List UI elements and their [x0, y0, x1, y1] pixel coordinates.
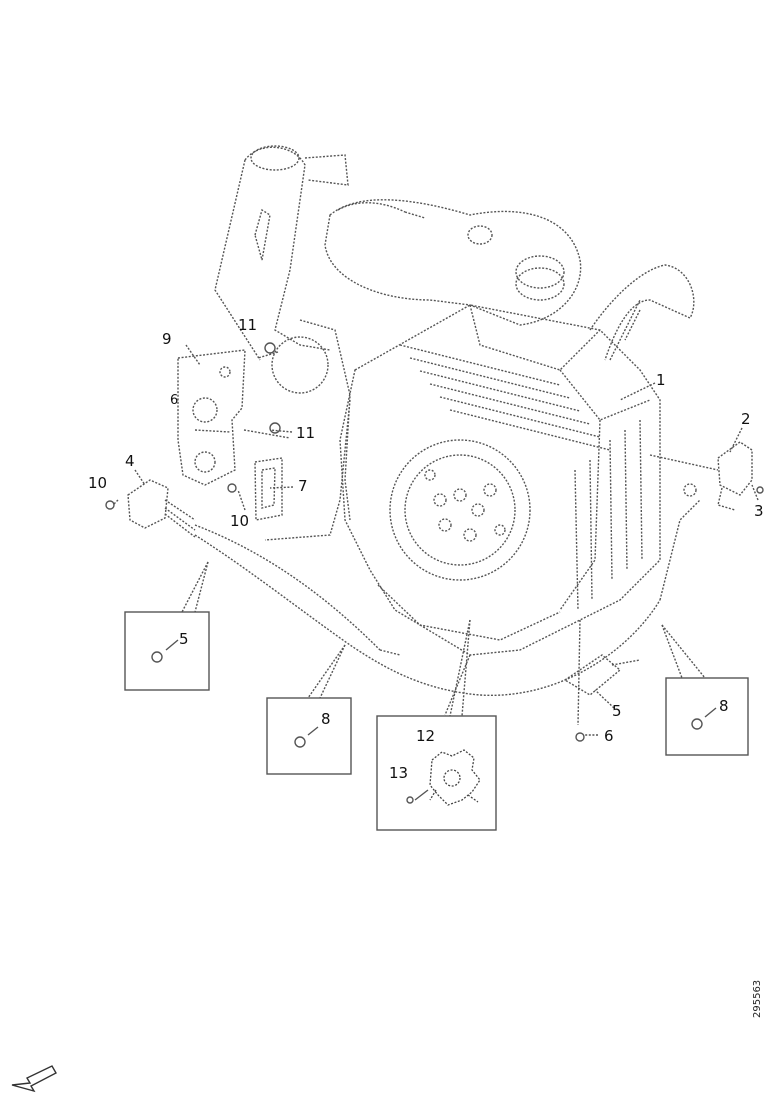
callout-9: 9 — [162, 330, 172, 348]
box-nut-5 — [151, 651, 163, 663]
box-screw-13 — [406, 796, 414, 804]
callout-6: 6 — [604, 727, 614, 745]
detail-box-5-left — [124, 611, 210, 691]
nut-10-left — [105, 500, 115, 510]
bracket-plate — [177, 349, 246, 486]
connector-block — [127, 479, 196, 538]
callout-12: 12 — [416, 727, 435, 745]
sensor-part — [649, 441, 753, 511]
callout-5-box: 5 — [179, 630, 189, 648]
callout-10-center: 10 — [230, 512, 249, 530]
callout-8-right: 8 — [719, 697, 729, 715]
reference-code: 295563 — [752, 979, 763, 1018]
bolt-3 — [756, 486, 764, 494]
callout-labels: 1 2 3 4 5 5 6 6 7 8 8 9 10 10 11 11 12 1… — [88, 316, 764, 782]
callout-8-center: 8 — [321, 710, 331, 728]
detail-box-8-center — [266, 697, 352, 775]
detail-box-12-13 — [376, 715, 497, 831]
callout-1: 1 — [656, 371, 666, 389]
throttle-cable — [337, 202, 641, 361]
box-nut-8-center — [294, 736, 306, 748]
intake-duct — [214, 145, 351, 521]
callout-11-top: 11 — [238, 316, 257, 334]
callout-3: 3 — [754, 502, 764, 520]
nut-10-center — [227, 483, 237, 493]
leader-lines — [113, 344, 759, 736]
switch-bracket — [254, 457, 283, 521]
callout-6-extra: 6 — [170, 393, 178, 408]
gear-part-12 — [429, 749, 481, 806]
engine-block — [339, 304, 661, 656]
callout-2: 2 — [741, 410, 751, 428]
exhaust-pipe — [589, 264, 695, 361]
callout-13: 13 — [389, 764, 408, 782]
fuel-tank — [324, 199, 582, 326]
callout-7: 7 — [298, 477, 308, 495]
detail-box-8-right — [665, 677, 749, 756]
nut-11-top — [264, 342, 276, 354]
callout-10-left: 10 — [88, 474, 107, 492]
wiring-harness — [194, 399, 701, 726]
callout-4: 4 — [125, 452, 135, 470]
box-nut-8-right — [691, 718, 703, 730]
callout-11-mid: 11 — [296, 424, 315, 442]
arrow-down-left-icon — [11, 1065, 57, 1093]
nut-11-mid — [269, 422, 281, 434]
callout-5-plate: 5 — [612, 702, 622, 720]
mount-plate — [563, 654, 641, 696]
nut-6-bottom — [575, 732, 585, 742]
